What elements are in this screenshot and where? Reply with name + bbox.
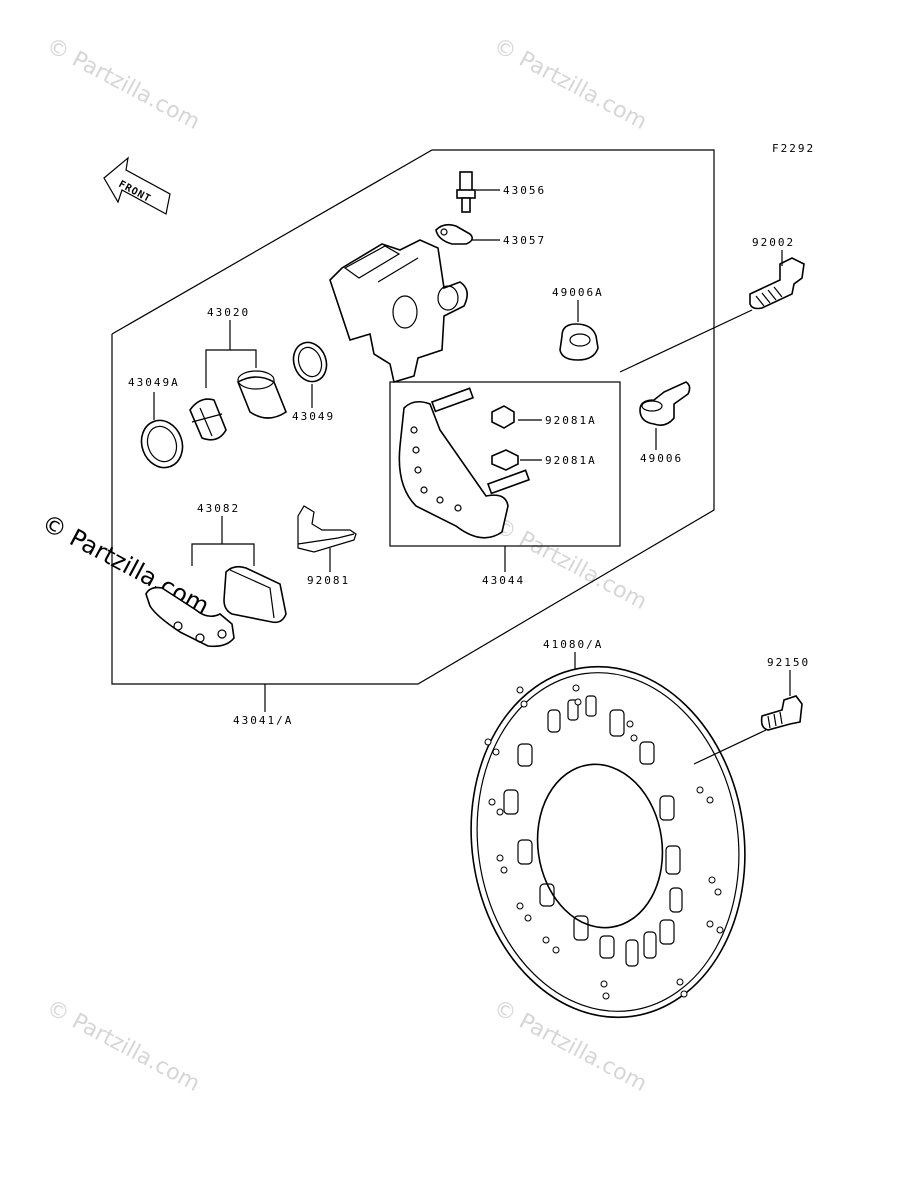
label-43049a: 43049A	[128, 376, 180, 389]
watermark-top-right: © Partzilla.com	[489, 33, 651, 135]
label-43049: 43049	[292, 410, 335, 423]
dust-seal-43049a-part	[140, 419, 184, 469]
pad-spring-92081a-upper-part	[491, 405, 515, 429]
bleed-valve-part	[456, 171, 500, 213]
label-43082: 43082	[197, 502, 240, 515]
label-49006: 49006	[640, 452, 683, 465]
pad-spring-92081a-lower-part	[491, 449, 519, 471]
caliper-bracket-part	[398, 387, 531, 539]
label-43041a: 43041/A	[233, 714, 293, 727]
label-43020: 43020	[207, 306, 250, 319]
label-43044: 43044	[482, 574, 525, 587]
bolt-92002-part	[749, 257, 805, 310]
label-43057: 43057	[503, 234, 546, 247]
pad-spring-92081-part	[297, 505, 357, 553]
boot-49006a-part	[559, 323, 599, 361]
label-92081a-lower: 92081A	[545, 454, 597, 467]
seal-ring-43049-part	[292, 341, 328, 383]
piston-seal-part	[189, 398, 227, 441]
brake-pad-front-part	[223, 565, 287, 624]
label-92150: 92150	[767, 656, 810, 669]
label-92002: 92002	[752, 236, 795, 249]
watermark-middle-right: © Partzilla.com	[489, 513, 651, 615]
piston-part	[236, 370, 287, 419]
caliper-assembly-outline	[111, 149, 715, 685]
slide-pin-49006-part	[639, 381, 691, 426]
figure-code: F2292	[772, 142, 815, 155]
front-arrow-icon: FRONT	[103, 156, 171, 215]
label-92081a-upper: 92081A	[545, 414, 597, 427]
brake-pad-back-part	[145, 586, 235, 648]
caliper-body-part	[329, 239, 468, 384]
front-label: FRONT	[117, 179, 153, 205]
label-43056: 43056	[503, 184, 546, 197]
watermark-bottom-left: © Partzilla.com	[42, 995, 204, 1097]
brake-disc-part	[470, 665, 746, 1019]
label-41080a: 41080/A	[543, 638, 603, 651]
bleed-cap-part	[435, 223, 500, 245]
disc-bolt-92150-part	[760, 695, 803, 731]
label-49006a: 49006A	[552, 286, 604, 299]
label-92081: 92081	[307, 574, 350, 587]
watermark-top-left: © Partzilla.com	[42, 33, 204, 135]
